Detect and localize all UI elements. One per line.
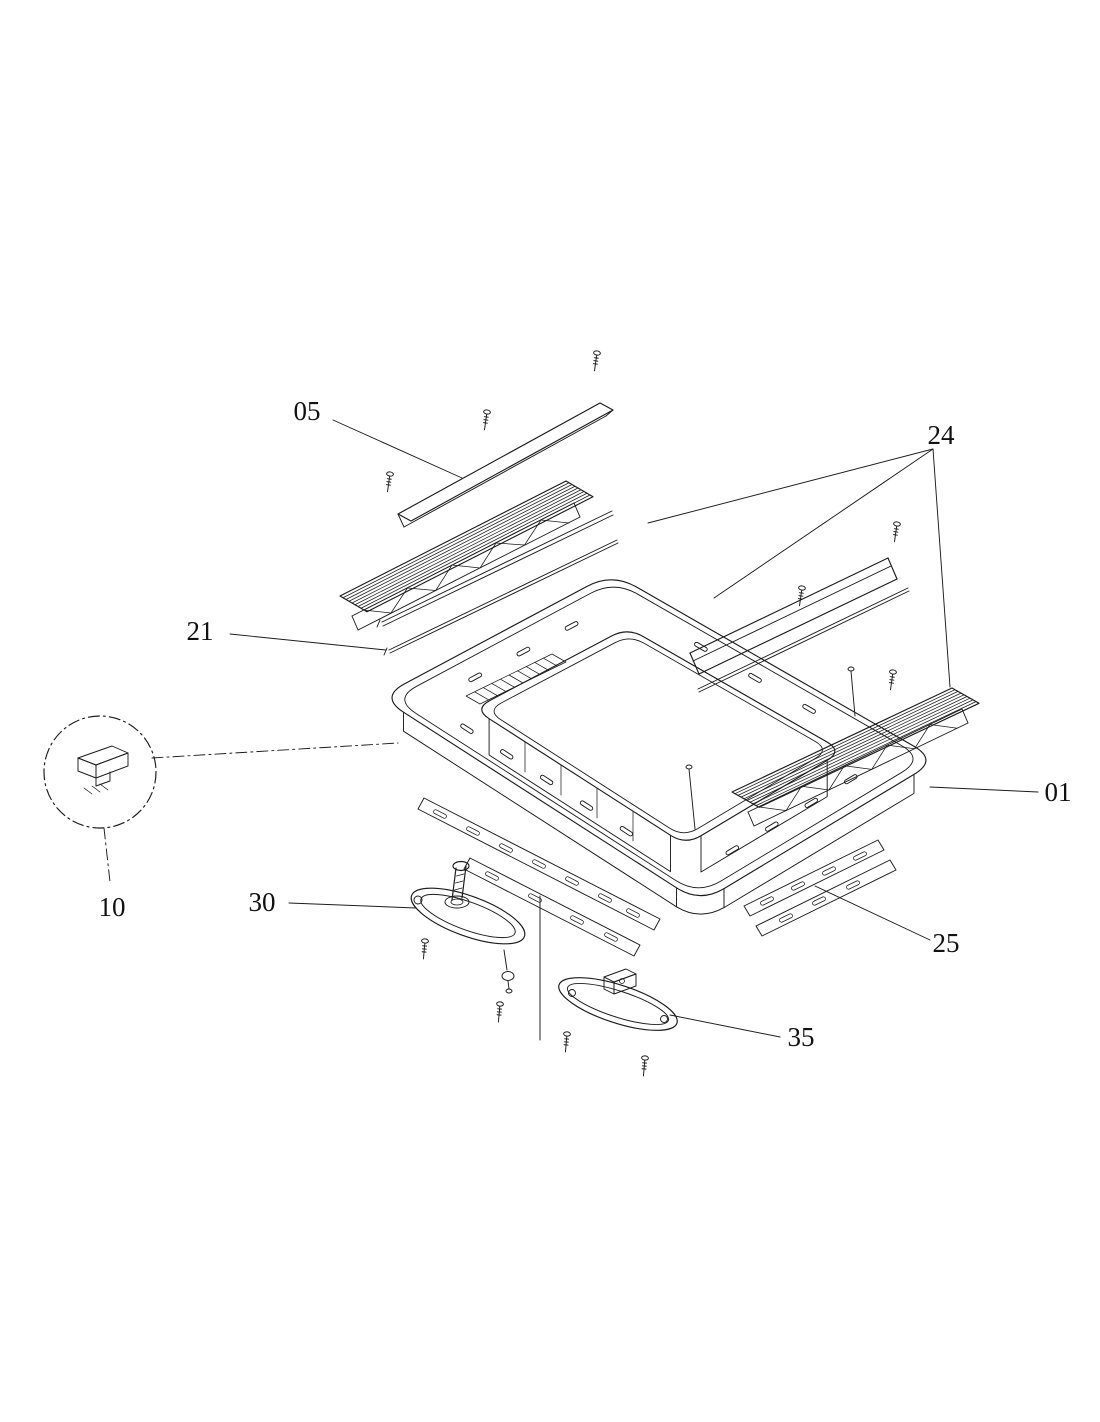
- pleated-rail-left: [339, 480, 594, 631]
- leader-line-25: [814, 885, 931, 941]
- leader-line-24a: [647, 448, 934, 524]
- screw-icon: [383, 349, 602, 493]
- inner-wall-ribs: [524, 741, 634, 842]
- winder-knob: [444, 860, 470, 909]
- clip-icon: [77, 745, 129, 795]
- part-label-01: 01: [1045, 777, 1072, 807]
- leader-line-21: [229, 633, 387, 651]
- fixing-pin: [685, 666, 856, 830]
- winder-handle: [410, 860, 526, 1023]
- top-trim-rail: [383, 349, 614, 528]
- cross-rail: [689, 520, 902, 675]
- screw-icon: [886, 668, 898, 691]
- pleats-right: [734, 689, 977, 807]
- pleated-rail-right: [731, 668, 980, 827]
- detail-circle: [43, 715, 157, 829]
- screw-icon: [419, 938, 505, 1023]
- leader-line-10: [103, 827, 111, 883]
- leader-line-30: [288, 902, 417, 909]
- leader-line-24b: [713, 448, 934, 599]
- latch-handle: [558, 968, 678, 1077]
- main-frame: [391, 579, 927, 915]
- part-label-21: 21: [187, 616, 214, 646]
- tension-rods: [376, 510, 910, 693]
- fixing-strips-left: [417, 797, 661, 957]
- part-label-30: 30: [249, 887, 276, 917]
- latch-block: [603, 968, 637, 995]
- truss-right: [747, 708, 969, 827]
- leader-line-24c: [932, 448, 951, 688]
- leader-lines: [229, 419, 1039, 1038]
- part-label-05: 05: [294, 396, 321, 426]
- part-label-35: 35: [788, 1022, 815, 1052]
- leader-line-01: [929, 786, 1039, 793]
- leader-line-35: [669, 1014, 781, 1038]
- screw-icon: [561, 1031, 650, 1077]
- leader-line-05: [332, 419, 463, 479]
- winder-pivot: [501, 949, 515, 994]
- part-label-10: 10: [99, 892, 126, 922]
- truss-left: [351, 502, 581, 631]
- detail-reference-line: [151, 742, 399, 759]
- screw-icon: [795, 520, 902, 607]
- clip-detail: [43, 715, 399, 883]
- pleats-left: [342, 482, 591, 611]
- mechanism-hatch: [465, 653, 567, 705]
- fixing-strips-right: [743, 839, 897, 937]
- part-label-25: 25: [933, 928, 960, 958]
- part-label-24: 24: [928, 420, 956, 450]
- part-labels: 05 24 21 01 10 30 25 35: [99, 396, 1072, 1052]
